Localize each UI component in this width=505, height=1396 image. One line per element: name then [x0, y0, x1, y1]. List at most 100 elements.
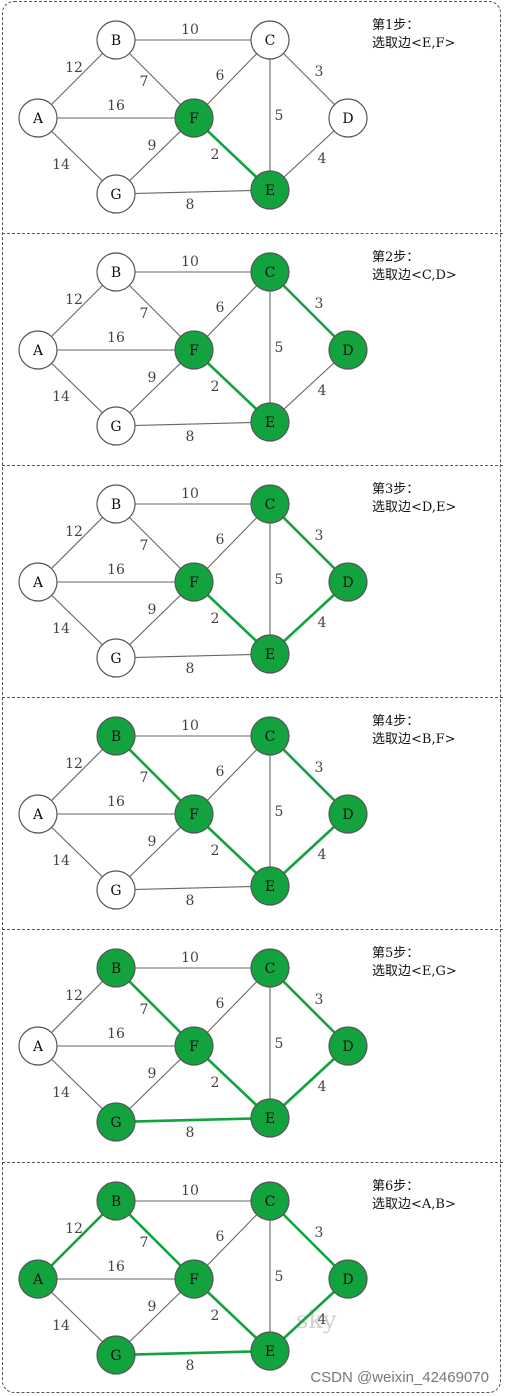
- edge-weight-label: 12: [65, 292, 83, 308]
- edge-weight-label: 4: [318, 847, 327, 863]
- node-g: [96, 1102, 136, 1142]
- edge-weight-label: 14: [52, 853, 70, 869]
- node-label: C: [265, 729, 276, 745]
- edge-weight-label: 12: [65, 988, 83, 1004]
- edge-weight-label: 14: [52, 389, 70, 405]
- edge-weight-label: 6: [216, 300, 225, 316]
- edge-weight-label: 7: [140, 538, 149, 554]
- node-e: [250, 1098, 290, 1138]
- node-label: A: [32, 807, 44, 823]
- node-label: B: [111, 265, 121, 281]
- edge-g-e: [115, 1116, 271, 1124]
- step-label: 第3步：: [372, 482, 420, 497]
- node-d: [328, 98, 368, 138]
- node-a: [18, 794, 58, 834]
- node-f: [174, 330, 214, 370]
- edge-weight-label: 16: [107, 794, 125, 810]
- edge-weight-label: 6: [216, 996, 225, 1012]
- node-a: [18, 562, 58, 602]
- step-label: 第5步：: [372, 946, 420, 961]
- node-label: G: [110, 419, 121, 435]
- step-description: 选取边<A,B>: [372, 1197, 456, 1212]
- node-label: E: [265, 879, 275, 895]
- edge-weight-label: 14: [52, 1318, 70, 1334]
- node-label: B: [111, 961, 121, 977]
- edge-weight-label: 9: [148, 602, 157, 618]
- edge-weight-label: 16: [107, 98, 125, 114]
- edge-weight-label: 6: [216, 532, 225, 548]
- node-a: [18, 98, 58, 138]
- edge-g-e: [115, 885, 271, 891]
- node-label: E: [265, 1111, 275, 1127]
- edge-weight-label: 2: [211, 843, 220, 859]
- edge-weight-label: 9: [148, 138, 157, 154]
- node-e: [250, 170, 290, 210]
- edge-weight-label: 16: [107, 562, 125, 578]
- edge-weight-label: 10: [181, 950, 199, 966]
- node-label: A: [32, 1272, 44, 1288]
- divider-2: [2, 465, 503, 466]
- step-description: 选取边<C,D>: [372, 268, 457, 283]
- node-label: F: [189, 807, 199, 823]
- edge-weight-label: 10: [181, 22, 199, 38]
- node-d: [328, 562, 368, 602]
- watermark-text: sky: [296, 1306, 337, 1334]
- edge-weight-label: 8: [186, 661, 195, 677]
- node-c: [250, 948, 290, 988]
- edge-weight-label: 9: [148, 834, 157, 850]
- node-a: [18, 1259, 58, 1299]
- node-c: [250, 252, 290, 292]
- edge-weight-label: 12: [65, 524, 83, 540]
- node-label: B: [111, 1194, 121, 1210]
- node-label: A: [32, 1039, 44, 1055]
- edge-weight-label: 9: [148, 370, 157, 386]
- node-d: [328, 794, 368, 834]
- edge-g-e: [115, 1349, 271, 1357]
- node-label: C: [265, 1194, 276, 1210]
- node-label: C: [265, 961, 276, 977]
- node-label: E: [265, 183, 275, 199]
- edge-weight-label: 10: [181, 1183, 199, 1199]
- edge-weight-label: 10: [181, 718, 199, 734]
- step-description: 选取边<D,E>: [372, 500, 457, 515]
- node-label: F: [189, 1039, 199, 1055]
- node-label: A: [32, 111, 44, 127]
- node-d: [328, 1026, 368, 1066]
- node-label: A: [32, 343, 44, 359]
- step-label: 第4步：: [372, 714, 420, 729]
- node-label: F: [189, 575, 199, 591]
- edge-weight-label: 8: [186, 429, 195, 445]
- step-description: 选取边<E,G>: [372, 964, 457, 979]
- node-c: [250, 1181, 290, 1221]
- edge-weight-label: 5: [275, 572, 284, 588]
- node-b: [96, 484, 136, 524]
- node-label: C: [265, 497, 276, 513]
- edge-weight-label: 6: [216, 68, 225, 84]
- edge-weight-label: 5: [275, 1036, 284, 1052]
- node-f: [174, 1026, 214, 1066]
- edge-weight-label: 14: [52, 1085, 70, 1101]
- edge-weight-label: 4: [318, 151, 327, 167]
- node-g: [96, 870, 136, 910]
- node-label: F: [189, 343, 199, 359]
- edge-weight-label: 16: [107, 1026, 125, 1042]
- edge-weight-label: 12: [65, 60, 83, 76]
- node-label: E: [265, 415, 275, 431]
- edge-weight-label: 4: [318, 1079, 327, 1095]
- node-label: D: [342, 1039, 353, 1055]
- node-label: E: [265, 647, 275, 663]
- edge-weight-label: 4: [318, 383, 327, 399]
- node-label: C: [265, 33, 276, 49]
- node-label: F: [189, 111, 199, 127]
- edge-weight-label: 16: [107, 330, 125, 346]
- edge-weight-label: 5: [275, 340, 284, 356]
- node-label: D: [342, 111, 353, 127]
- edge-g-e: [115, 189, 271, 195]
- edge-weight-label: 7: [140, 1235, 149, 1251]
